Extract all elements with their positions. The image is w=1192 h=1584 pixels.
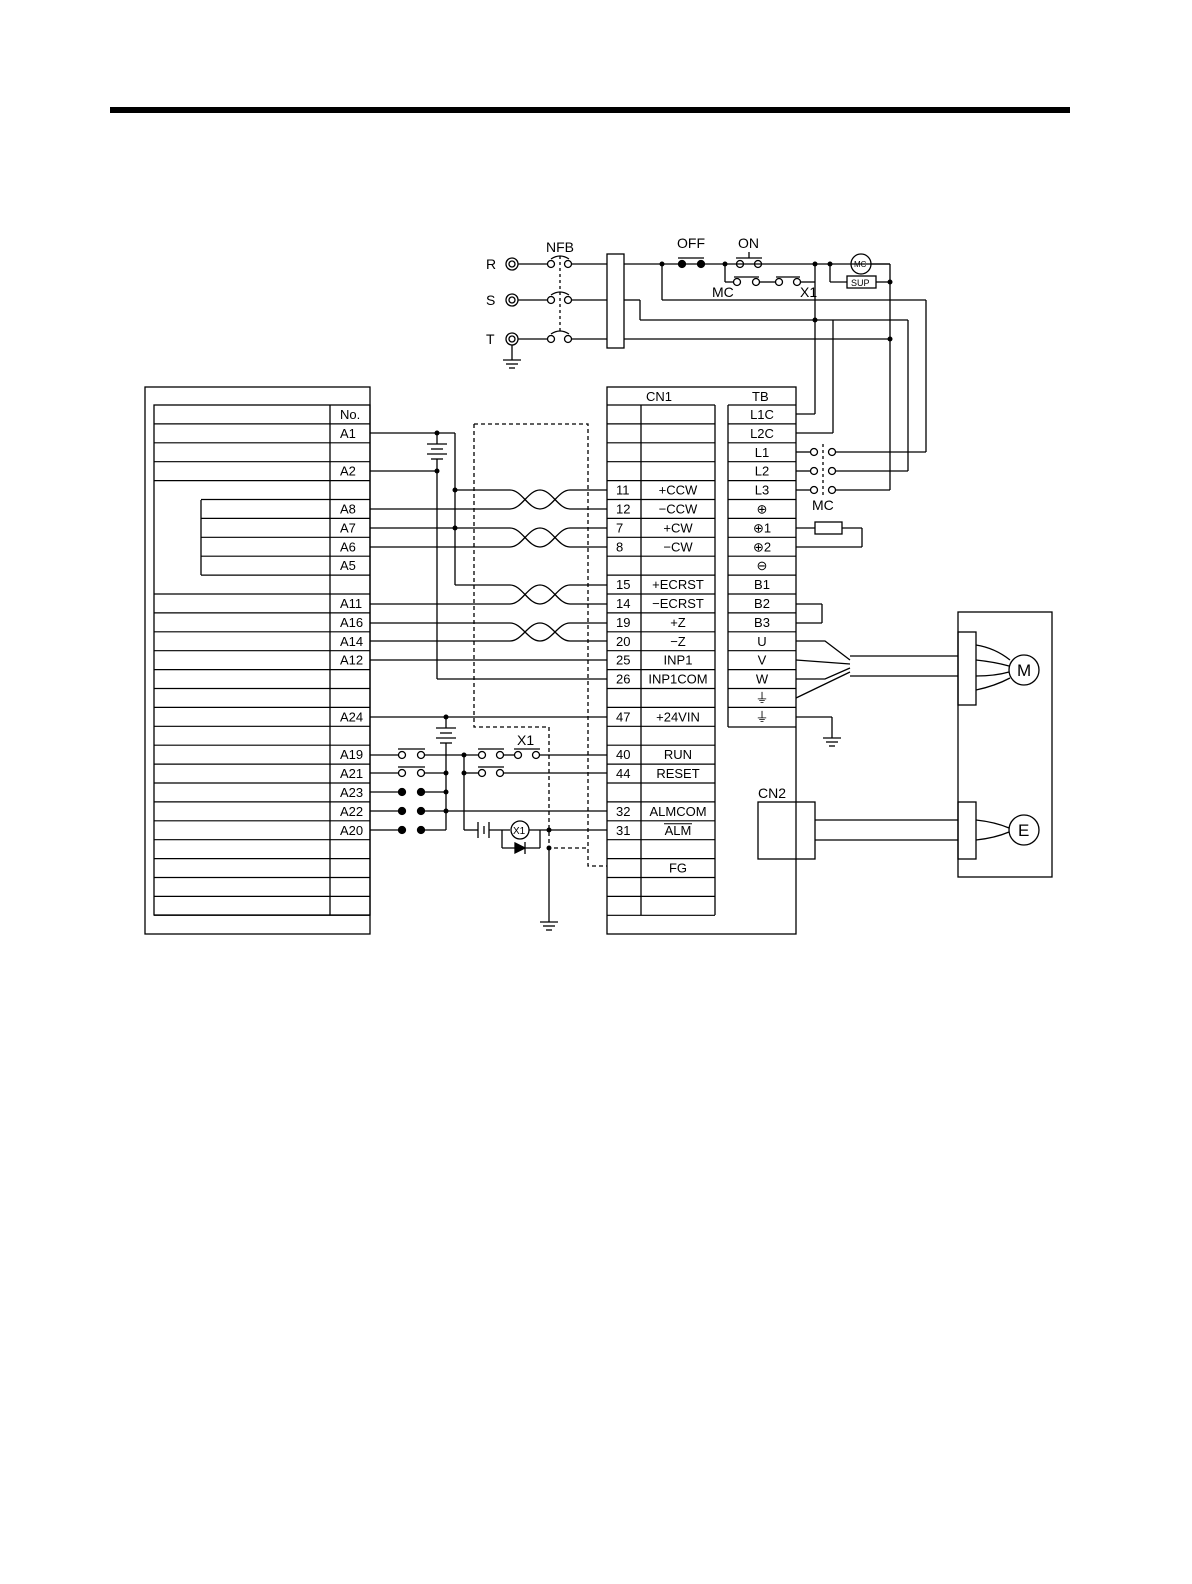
cn1-signal-label: ALMCOM	[649, 804, 706, 819]
mc-coil-label: MC	[854, 260, 867, 269]
cn1-signal-label: +24VIN	[656, 709, 700, 724]
cn1-signal-label: +CW	[663, 520, 693, 535]
cn1-pin-number: 12	[616, 502, 630, 517]
cn1-title: CN1	[646, 389, 672, 404]
motor-label: M	[1017, 661, 1031, 680]
tb-terminal-label: B1	[754, 577, 770, 592]
tb-terminal-label: ⊕1	[753, 520, 771, 535]
controller-pin: A14	[340, 634, 363, 649]
controller-pin: A20	[340, 823, 363, 838]
cn1-signal-label: −ECRST	[652, 596, 704, 611]
controller-rows: No. A1A2A8A7A6A5A11A16A14A12A24A19A21A23A…	[154, 407, 370, 915]
tb-terminal-label: L1C	[750, 407, 774, 422]
phase-r-label: R	[486, 256, 496, 272]
tb-terminal-label: L2	[755, 464, 769, 479]
x1-aux-label: X1	[800, 284, 817, 300]
tb-terminal-label: ⊕2	[753, 539, 771, 554]
on-label: ON	[738, 235, 759, 251]
cn1-pin-number: 47	[616, 709, 630, 724]
cn1-pin-number: 7	[616, 520, 623, 535]
cn1-signal-label: INP1COM	[648, 672, 707, 687]
controller-pin: A22	[340, 804, 363, 819]
phase-s-label: S	[486, 292, 495, 308]
cn1-signal-label: +Z	[670, 615, 686, 630]
controller-pin: A16	[340, 615, 363, 630]
controller-pin: A8	[340, 502, 356, 517]
cn1-signal-label: RUN	[664, 747, 692, 762]
cn1-signal-label: −CCW	[659, 502, 698, 517]
cn1-pin-number: 19	[616, 615, 630, 630]
cn1-signal-label: −CW	[663, 539, 693, 554]
controller-pin: A19	[340, 747, 363, 762]
cn1-signal-label: FG	[669, 861, 687, 876]
cn1-pin-number: 20	[616, 634, 630, 649]
encoder-label: E	[1018, 821, 1029, 840]
x1-coil-label: X1	[513, 826, 526, 837]
tb-terminal-label: L3	[755, 483, 769, 498]
cn1-pin-number: 8	[616, 539, 623, 554]
tb-title: TB	[752, 389, 769, 404]
cn1-pin-number: 11	[616, 483, 630, 498]
controller-pin: A2	[340, 464, 356, 479]
tb-terminal-label: ⊖	[757, 558, 768, 573]
nfb-label: NFB	[546, 239, 574, 255]
cn1-pin-number: 44	[616, 766, 630, 781]
mc-main-label: MC	[812, 497, 834, 513]
controller-pin: A24	[340, 709, 363, 724]
mc-aux-label: MC	[712, 284, 734, 300]
cn1-signal-label: +ECRST	[652, 577, 704, 592]
controller-pin: A11	[340, 596, 362, 611]
cn1-pin-number: 14	[616, 596, 630, 611]
controller-pin: A5	[340, 558, 356, 573]
sup-label: SUP	[851, 278, 870, 288]
tb-terminal-label: L2C	[750, 426, 774, 441]
controller-pin: A7	[340, 520, 356, 535]
tb-terminal-label: ⏚	[755, 691, 768, 706]
cn1-pin-number: 25	[616, 653, 630, 668]
cn1-pin-number: 40	[616, 747, 630, 762]
off-label: OFF	[677, 235, 705, 251]
controller-pin: A23	[340, 785, 363, 800]
tb-terminal-label: L1	[755, 445, 769, 460]
phase-t-label: T	[486, 331, 495, 347]
cn1-signal-label: ALM	[665, 823, 692, 838]
cn1-rows: 11 +CCW 12 −CCW 7 +CW 8 −CW 15 +ECRST 14 −ECRST 19 +Z…	[607, 424, 715, 915]
tb-terminal-label: U	[757, 634, 766, 649]
cn1-pin-number: 32	[616, 804, 630, 819]
cn1-pin-number: 31	[616, 823, 630, 838]
cn1-signal-label: RESET	[656, 766, 699, 781]
tb-terminal-label: V	[758, 653, 767, 668]
cn1-pin-number: 26	[616, 672, 630, 687]
tb-terminal-label: B2	[754, 596, 770, 611]
pin-no-header: No.	[340, 407, 360, 422]
cn1-signal-label: INP1	[664, 653, 693, 668]
controller-pin: A1	[340, 426, 356, 441]
controller-pin: A21	[340, 766, 363, 781]
tb-terminal-label: W	[756, 672, 769, 687]
controller-pin: A12	[340, 653, 363, 668]
tb-terminal-label: ⊕	[757, 502, 768, 517]
cn1-signal-label: +CCW	[659, 483, 698, 498]
x1-relay-label: X1	[517, 732, 534, 748]
controller-pin: A6	[340, 539, 356, 554]
tb-terminal-label: B3	[754, 615, 770, 630]
cn2-label: CN2	[758, 785, 786, 801]
cn1-signal-label: −Z	[670, 634, 686, 649]
cn1-pin-number: 15	[616, 577, 630, 592]
tb-terminal-label: ⏚	[755, 709, 768, 724]
